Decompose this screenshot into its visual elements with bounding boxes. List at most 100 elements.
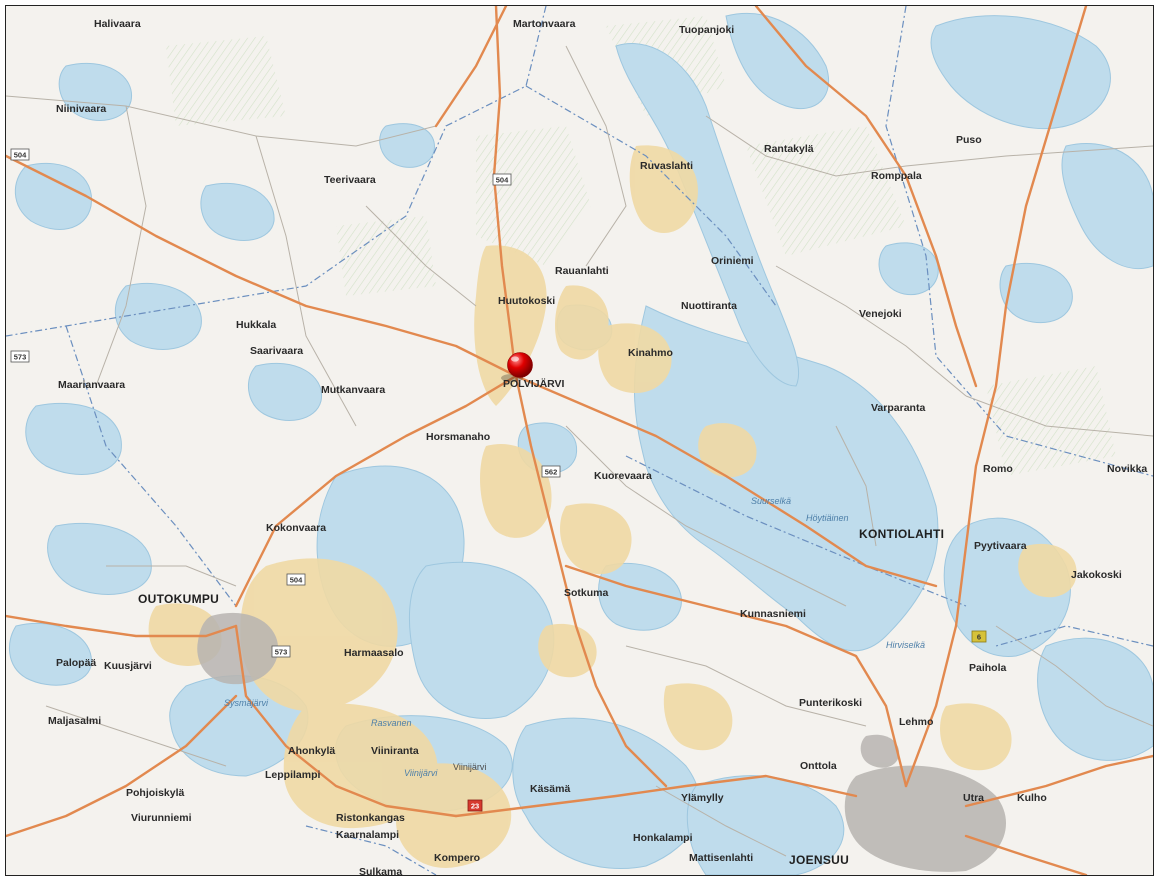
svg-text:Mutkanvaara: Mutkanvaara [321,384,385,396]
road-23 [454,774,858,818]
location-pin-icon [507,352,533,378]
road-shield: 504 [286,573,306,586]
svg-text:Mattisenlahti: Mattisenlahti [689,852,753,864]
svg-text:Huutokoski: Huutokoski [498,295,555,307]
svg-text:Tuopanjoki: Tuopanjoki [679,24,734,36]
svg-text:Sulkama: Sulkama [359,866,402,875]
svg-text:Viinijärvi: Viinijärvi [404,768,438,778]
lake-north-east [725,12,830,110]
road-northeast [754,6,978,388]
svg-text:573: 573 [275,648,288,657]
svg-text:Ristonkangas: Ristonkangas [336,812,405,824]
svg-text:Lehmo: Lehmo [899,716,933,728]
svg-text:Palopää: Palopää [56,657,96,669]
svg-text:Suurselkä: Suurselkä [751,496,791,506]
topographic-map[interactable]: 504 504 573 562 573 504 23 6 Suurselkä H… [6,6,1153,875]
road-outokumpu-south [234,624,458,818]
svg-text:Kulho: Kulho [1017,792,1047,804]
svg-text:Viinijärvi: Viinijärvi [453,762,486,772]
svg-text:504: 504 [290,576,303,585]
svg-text:6: 6 [977,633,981,642]
svg-text:504: 504 [14,151,27,160]
road-shields: 504 504 573 562 573 504 23 6 [10,148,987,812]
svg-text:Onttola: Onttola [800,760,837,772]
svg-text:Pyytivaara: Pyytivaara [974,540,1027,552]
svg-text:Ahonkylä: Ahonkylä [288,745,335,757]
road-shield: 6 [971,630,987,643]
svg-text:Martonvaara: Martonvaara [513,18,576,30]
map-frame: 504 504 573 562 573 504 23 6 Suurselkä H… [5,5,1154,876]
road-shield: 562 [541,465,561,478]
svg-text:Varparanta: Varparanta [871,402,925,414]
main-roads [6,6,1153,875]
road-east [514,374,938,588]
svg-text:Horsmanaho: Horsmanaho [426,431,490,443]
road-504-north [492,6,518,378]
svg-text:573: 573 [14,353,27,362]
svg-text:Kompero: Kompero [434,852,480,864]
road-shield: 573 [271,645,291,658]
svg-text:Romo: Romo [983,463,1013,475]
svg-text:Rauanlahti: Rauanlahti [555,265,609,277]
town-label-joensuu: JOENSUU [789,853,849,867]
urban-outokumpu [197,612,279,685]
svg-text:Novikka: Novikka [1107,463,1147,475]
svg-text:Teerivaara: Teerivaara [324,174,376,186]
road-outokumpu-west [6,614,238,638]
svg-text:Viurunniemi: Viurunniemi [131,812,192,824]
road-joensuu-southeast [964,834,1088,875]
lake-labels: Suurselkä Höytiäinen Sysmäjärvi Viinijär… [224,496,925,778]
svg-text:562: 562 [545,468,558,477]
svg-text:Kuorevaara: Kuorevaara [594,470,652,482]
location-marker[interactable]: POLVIJÄRVI [501,352,565,391]
svg-text:Kuusjärvi: Kuusjärvi [104,660,152,672]
svg-text:Saarivaara: Saarivaara [250,345,303,357]
road-joensuu-east [964,754,1153,808]
svg-text:Viiniranta: Viiniranta [371,745,419,757]
lake-southeast-1 [512,717,701,870]
wetland-areas [166,16,1116,476]
svg-text:Höytiäinen: Höytiäinen [806,513,849,523]
road-west-arc [6,154,518,378]
svg-text:Punterikoski: Punterikoski [799,697,862,709]
svg-text:Hirviselkä: Hirviselkä [886,640,925,650]
marker-label: POLVIJÄRVI [503,377,565,390]
svg-text:Pohjoiskylä: Pohjoiskylä [126,787,185,799]
svg-text:Nuottiranta: Nuottiranta [681,300,737,312]
lake-northeast-2 [1061,142,1153,270]
svg-text:Ruvaslahti: Ruvaslahti [640,160,693,172]
road-outokumpu-north [234,374,518,608]
svg-text:Jakokoski: Jakokoski [1071,569,1122,581]
road-shield: 504 [492,173,512,186]
svg-text:Käsämä: Käsämä [530,783,570,795]
svg-text:Rantakylä: Rantakylä [764,143,814,155]
town-label-outokumpu: OUTOKUMPU [138,592,219,606]
svg-text:Sotkuma: Sotkuma [564,587,609,599]
svg-text:Kaarnalampi: Kaarnalampi [336,829,399,841]
road-shield: 573 [10,350,30,363]
road-joensuu-north [904,6,1088,788]
lake-northeast [930,15,1111,130]
svg-text:Oriniemi: Oriniemi [711,255,754,267]
svg-text:Utra: Utra [963,792,984,804]
svg-text:Leppilampi: Leppilampi [265,769,321,781]
urban-joensuu [844,765,1006,872]
svg-text:Halivaara: Halivaara [94,18,141,30]
svg-text:Sysmäjärvi: Sysmäjärvi [224,698,269,708]
svg-text:Rasvanen: Rasvanen [371,718,412,728]
svg-text:Niinivaara: Niinivaara [56,103,106,115]
lake-west-2 [409,561,555,720]
svg-text:23: 23 [471,802,479,811]
municipal-borders [6,6,1153,875]
svg-text:Hukkala: Hukkala [236,319,276,331]
road-polvijarvi-south [514,374,668,788]
place-labels: Halivaara Martonvaara Tuopanjoki Niiniva… [48,18,1147,875]
road-southwest [6,694,238,838]
svg-text:Kunnasniemi: Kunnasniemi [740,608,806,620]
town-labels: OUTOKUMPU KONTIOLAHTI JOENSUU [138,527,944,867]
road-north-west [434,6,508,128]
svg-text:Harmaasalo: Harmaasalo [344,647,404,659]
svg-text:Paihola: Paihola [969,662,1007,674]
svg-text:Venejoki: Venejoki [859,308,902,320]
svg-text:Puso: Puso [956,134,982,146]
